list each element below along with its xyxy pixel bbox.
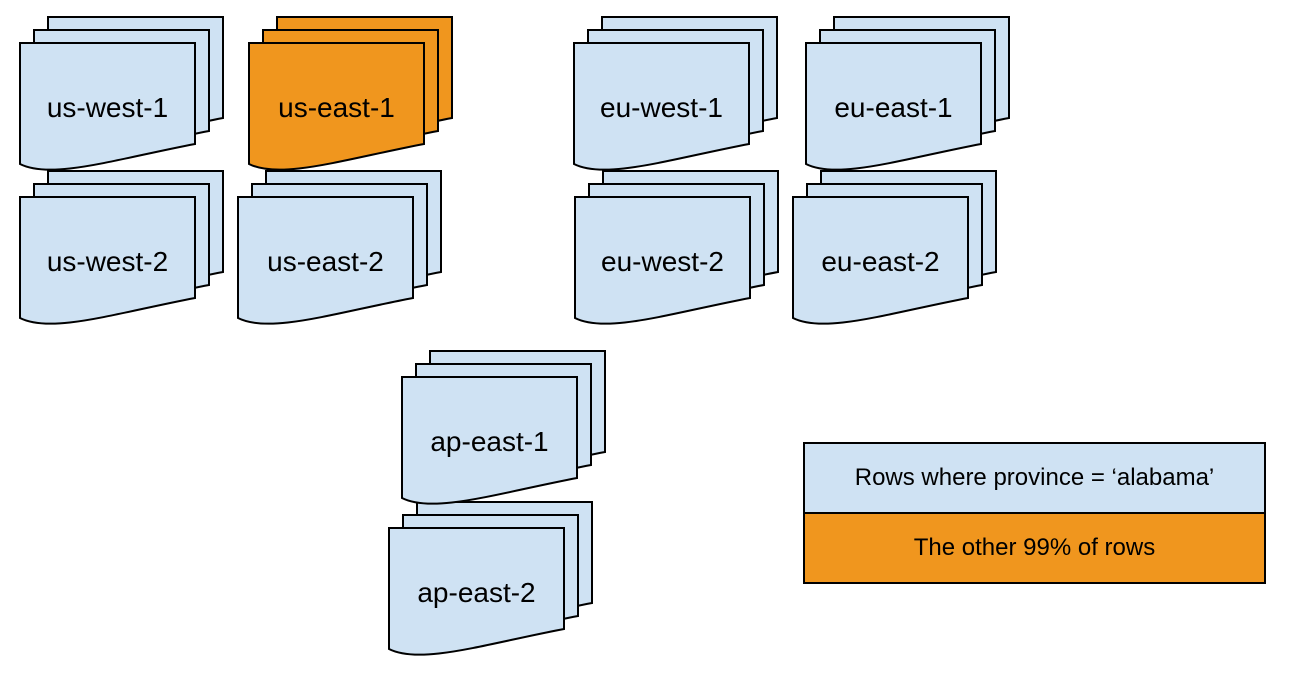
document-page-icon <box>792 196 969 325</box>
legend: Rows where province = ‘alabama’ The othe… <box>803 442 1266 584</box>
document-page-icon <box>19 196 196 325</box>
legend-label-other-rows: The other 99% of rows <box>913 534 1156 561</box>
document-page-icon <box>237 196 414 325</box>
document-page-icon <box>805 42 982 171</box>
document-page-icon <box>388 527 565 656</box>
region-stack-us-west-1: us-west-1 <box>18 15 225 184</box>
region-label: ap-east-2 <box>417 577 535 608</box>
region-label: ap-east-1 <box>430 426 548 457</box>
document-page-icon <box>19 42 196 171</box>
region-stack-us-east-2: us-east-2 <box>236 169 443 338</box>
region-stack-us-east-1: us-east-1 <box>247 15 454 184</box>
region-stack-ap-east-1: ap-east-1 <box>400 349 607 518</box>
region-stack-ap-east-2: ap-east-2 <box>387 500 594 669</box>
legend-label-alabama-rows: Rows where province = ‘alabama’ <box>854 464 1215 491</box>
region-stack-eu-west-2: eu-west-2 <box>573 169 780 338</box>
legend-item-other-rows: The other 99% of rows <box>805 512 1264 582</box>
region-label: us-west-2 <box>47 246 168 277</box>
region-stack-us-west-2: us-west-2 <box>18 169 225 338</box>
document-page-icon <box>401 376 578 505</box>
region-stack-eu-east-1: eu-east-1 <box>804 15 1011 184</box>
region-stack-eu-west-1: eu-west-1 <box>572 15 779 184</box>
region-label: eu-west-1 <box>600 92 723 123</box>
region-label: eu-west-2 <box>601 246 724 277</box>
document-page-icon <box>574 196 751 325</box>
region-label: us-west-1 <box>47 92 168 123</box>
document-page-icon <box>573 42 750 171</box>
region-label: eu-east-2 <box>821 246 939 277</box>
legend-item-alabama-rows: Rows where province = ‘alabama’ <box>805 444 1264 512</box>
document-page-icon <box>248 42 425 171</box>
region-label: us-east-1 <box>278 92 395 123</box>
region-stack-eu-east-2: eu-east-2 <box>791 169 998 338</box>
region-label: eu-east-1 <box>834 92 952 123</box>
region-label: us-east-2 <box>267 246 384 277</box>
